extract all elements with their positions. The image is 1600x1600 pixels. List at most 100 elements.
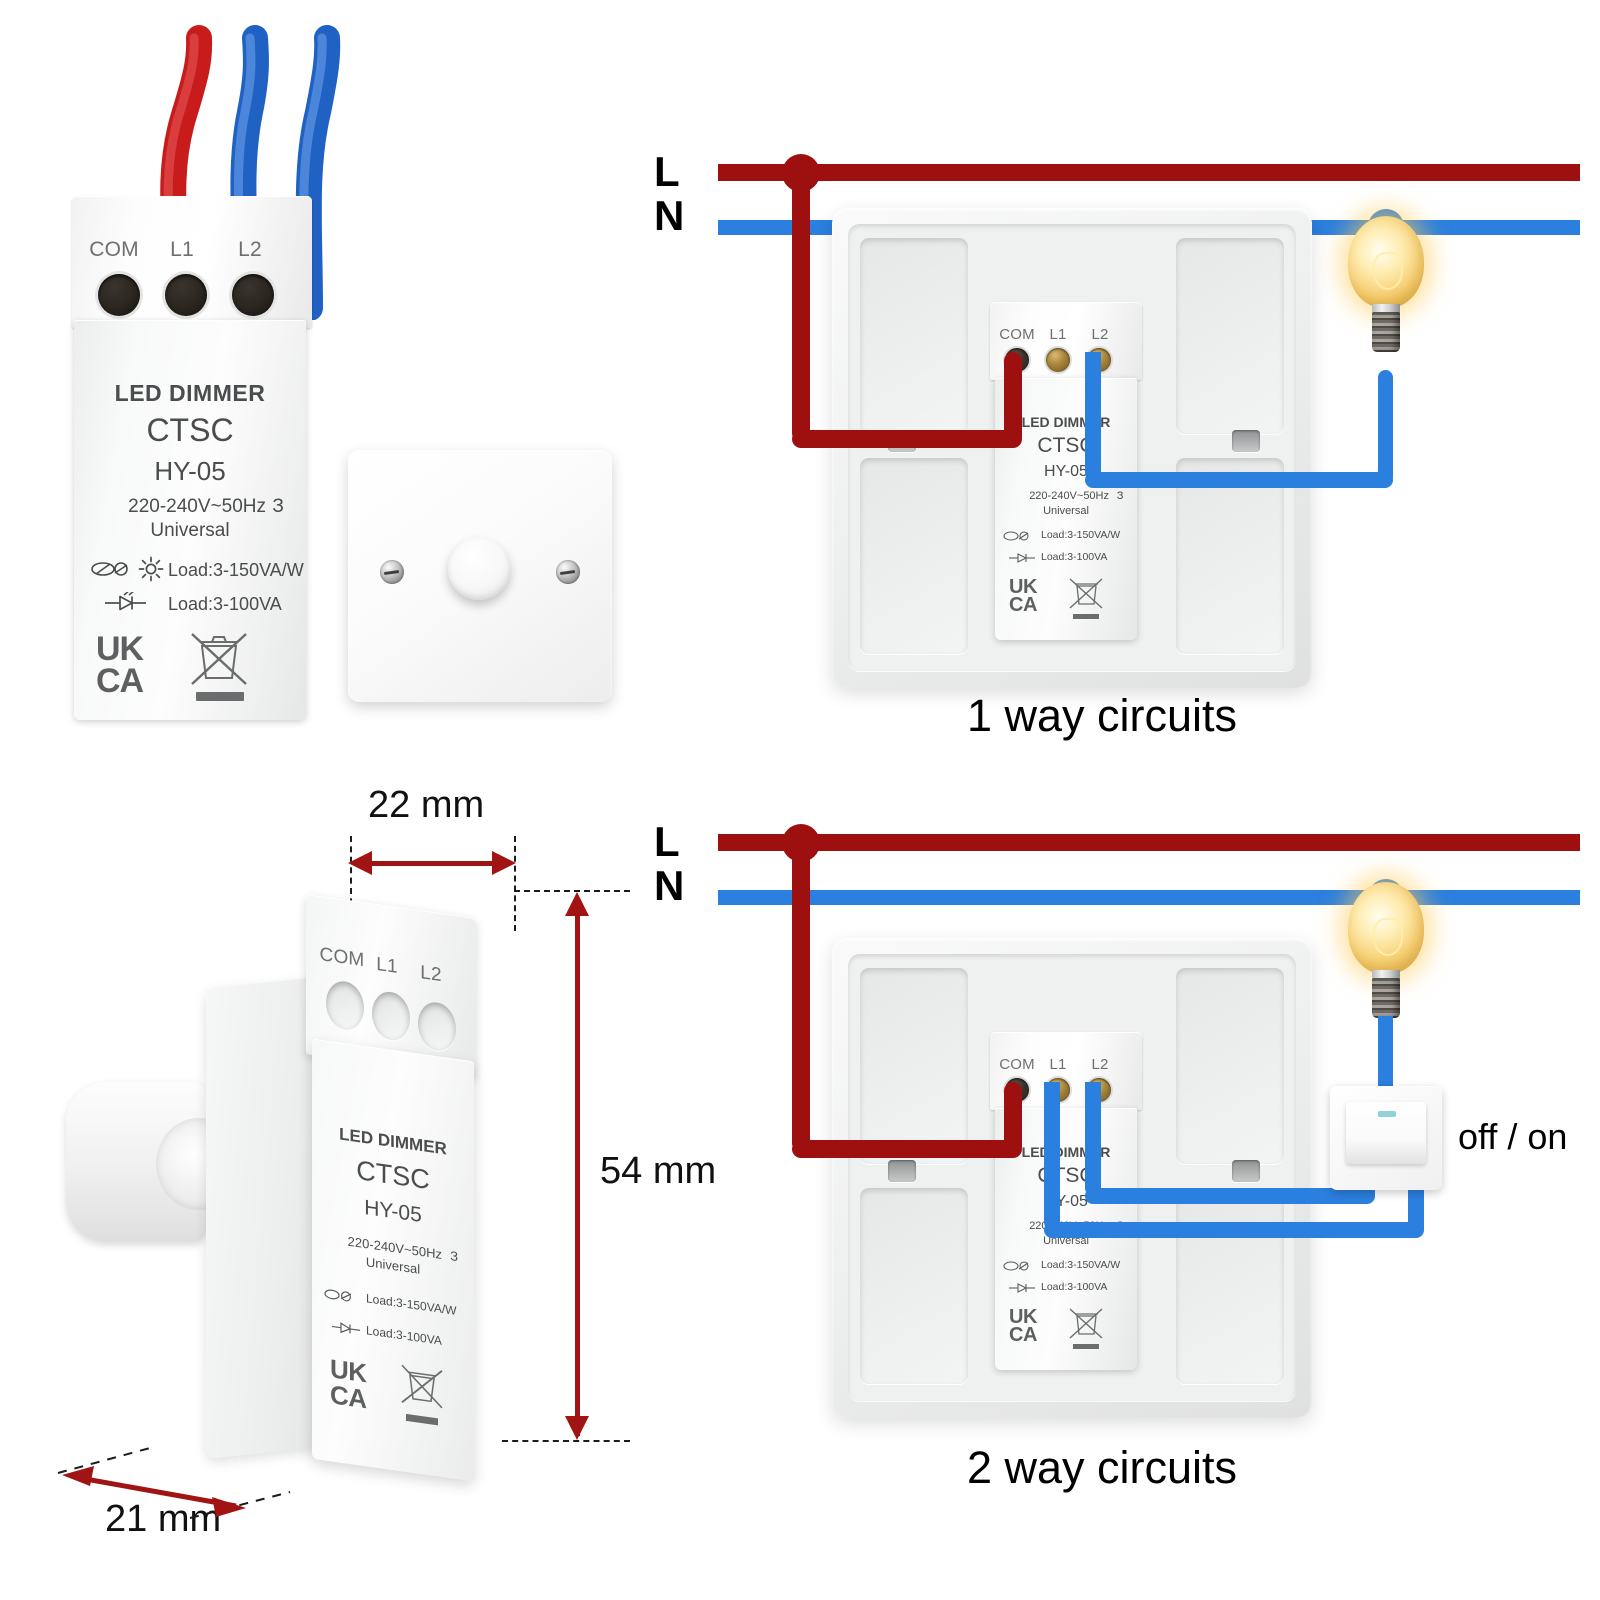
two-way-circuit-diagram: L N COM L1 L2 LED DIMMER CTSC HY-05 220-… bbox=[640, 790, 1600, 1550]
weee-bar-3d bbox=[406, 1413, 438, 1426]
module-face-3d: LED DIMMER CTSC HY-05 220-240V~50Hz Ɛ Un… bbox=[312, 1038, 474, 1482]
width-dimension-label: 22 mm bbox=[368, 784, 485, 826]
terminal-label-l1: L1 bbox=[170, 238, 194, 261]
live-drop-2way bbox=[792, 842, 810, 1152]
l1-run-to-switch-2way bbox=[1044, 1222, 1424, 1238]
module-load2-3d: Load:3-100VA bbox=[366, 1323, 442, 1348]
height-arrow-top bbox=[565, 892, 589, 916]
switch-indicator-led bbox=[1378, 1111, 1396, 1117]
dimmer-knob[interactable] bbox=[448, 538, 510, 600]
back-box-well-left-1way bbox=[860, 238, 968, 434]
module-ce-3d: Ɛ bbox=[450, 1248, 458, 1265]
live-rail-1way bbox=[718, 164, 1580, 181]
back-box-well-right-lower-2way bbox=[1176, 1188, 1284, 1384]
back-box-slot-left-2way bbox=[888, 1160, 916, 1182]
module-voltage-1way: 220-240V~50Hz bbox=[1029, 490, 1109, 502]
terminal-bore-com bbox=[98, 274, 140, 316]
bulb-filament-2way bbox=[1373, 918, 1403, 956]
product-photo-front: COM L1 L2 LED DIMMER CTSC HY-05 220-240V… bbox=[60, 20, 380, 720]
product-photo-3d: COM L1 L2 LED DIMMER CTSC HY-05 220-240V… bbox=[60, 870, 580, 1482]
off-on-switch[interactable] bbox=[1330, 1086, 1442, 1190]
module-ukca-top-2way: UK bbox=[1009, 1306, 1037, 1328]
module-ce-1way: Ɛ bbox=[1116, 490, 1124, 502]
back-box-well-right-2way bbox=[1176, 968, 1284, 1164]
dimmer-faceplate[interactable] bbox=[348, 450, 612, 702]
depth-dimension-label: 21 mm bbox=[105, 1498, 222, 1540]
height-extension-top bbox=[514, 890, 630, 892]
rail-label-neutral-1way: N bbox=[654, 192, 685, 239]
height-arrow-bottom bbox=[565, 1416, 589, 1440]
switch-rocker[interactable] bbox=[1346, 1102, 1426, 1164]
rail-label-neutral-2way: N bbox=[654, 862, 685, 909]
ukca-mark-top: UK bbox=[96, 630, 144, 668]
lamp-icon bbox=[138, 556, 164, 582]
incandescent-halogen-icon-3d bbox=[324, 1289, 352, 1302]
weee-bar-1way bbox=[1073, 614, 1099, 619]
terminal-hole-com-3d bbox=[326, 978, 364, 1033]
height-dimension-label: 54 mm bbox=[600, 1150, 717, 1192]
terminal-label-l2-2way: L2 bbox=[1091, 1056, 1109, 1073]
module-load1-2way: Load:3-150VA/W bbox=[1041, 1259, 1121, 1271]
device-model-code: HY-05 bbox=[154, 456, 226, 486]
bulb-filament-1way bbox=[1373, 252, 1403, 290]
two-way-caption: 2 way circuits bbox=[966, 1442, 1238, 1493]
weee-bin-icon bbox=[191, 633, 247, 685]
back-box-well-left-lower-2way bbox=[860, 1188, 968, 1384]
height-dimension-line bbox=[575, 898, 580, 1436]
neutral-rail-2way bbox=[718, 890, 1580, 905]
terminal-label-l2: L2 bbox=[238, 238, 262, 261]
ukca-mark-bottom: CA bbox=[96, 662, 144, 700]
l1-rise-to-switch-2way bbox=[1408, 1178, 1424, 1230]
terminal-hole-l2-3d bbox=[418, 999, 456, 1054]
terminal-hole-l1-3d bbox=[372, 989, 410, 1043]
device-body: LED DIMMER CTSC HY-05 220-240V~50Hz Ɛ Un… bbox=[74, 320, 306, 720]
bulb-return-rise-1way bbox=[1378, 370, 1393, 478]
off-on-switch-label: off / on bbox=[1458, 1116, 1568, 1157]
l2-run-to-switch-2way bbox=[1085, 1188, 1375, 1204]
led-diode-icon-2way bbox=[1009, 1283, 1035, 1293]
terminal-block: COM L1 L2 bbox=[72, 196, 312, 328]
weee-bin-icon-3d bbox=[401, 1364, 443, 1409]
terminal-label-l2-3d: L2 bbox=[420, 962, 442, 987]
back-box-slot-right-1way bbox=[1232, 430, 1260, 452]
terminal-label-l2-1way: L2 bbox=[1091, 326, 1109, 343]
l2-drop-2way bbox=[1085, 1082, 1101, 1196]
back-box-well-left-2way bbox=[860, 968, 968, 1164]
faceplate-screw-right bbox=[556, 560, 580, 584]
terminal-label-com-3d: COM bbox=[319, 943, 365, 972]
device-load-1: Load:3-150VA/W bbox=[168, 560, 304, 580]
live-drop-1way bbox=[792, 172, 810, 442]
device-brand-line: LED DIMMER bbox=[114, 380, 266, 406]
device-voltage: 220-240V~50Hz bbox=[128, 496, 266, 517]
module-ukca-bottom-1way: CA bbox=[1009, 594, 1037, 616]
live-rise-to-com-2way bbox=[1004, 1082, 1022, 1148]
width-arrow-right bbox=[492, 851, 516, 875]
bulb-screw-base-2way bbox=[1372, 978, 1400, 1018]
terminal-bore-l2 bbox=[232, 274, 274, 316]
bulb-to-switch-2way bbox=[1378, 1016, 1393, 1102]
back-box-well-left-lower-1way bbox=[860, 458, 968, 654]
module-ukca-top-1way: UK bbox=[1009, 576, 1037, 598]
wall-back-box-1way bbox=[832, 208, 1312, 688]
incandescent-halogen-icon-1way bbox=[1003, 531, 1029, 541]
terminal-label-l1-2way: L1 bbox=[1049, 1056, 1067, 1073]
bulb-neck-1way bbox=[1372, 304, 1400, 314]
terminal-bore-l1 bbox=[165, 274, 207, 316]
ce-mark: Ɛ bbox=[272, 496, 284, 517]
terminal-screw-l1-1way bbox=[1046, 348, 1070, 372]
led-diode-icon-3d bbox=[332, 1322, 360, 1334]
live-rail-2way bbox=[718, 834, 1580, 851]
terminal-label-com-2way: COM bbox=[999, 1056, 1035, 1073]
back-box-well-right-1way bbox=[1176, 238, 1284, 434]
weee-bin-icon-2way bbox=[1069, 1308, 1103, 1339]
terminal-label-l1-3d: L1 bbox=[376, 953, 398, 978]
l2-drop-1way bbox=[1085, 352, 1101, 480]
width-arrow-left bbox=[348, 851, 372, 875]
back-box-well-right-lower-1way bbox=[1176, 458, 1284, 654]
live-run-1way bbox=[792, 430, 1022, 448]
module-type-2way: Universal bbox=[1043, 1235, 1089, 1247]
height-extension-bottom bbox=[502, 1440, 630, 1442]
weee-bar bbox=[196, 692, 244, 701]
module-model-1way: CTSC bbox=[1037, 434, 1095, 457]
terminal-label-com: COM bbox=[89, 238, 139, 261]
